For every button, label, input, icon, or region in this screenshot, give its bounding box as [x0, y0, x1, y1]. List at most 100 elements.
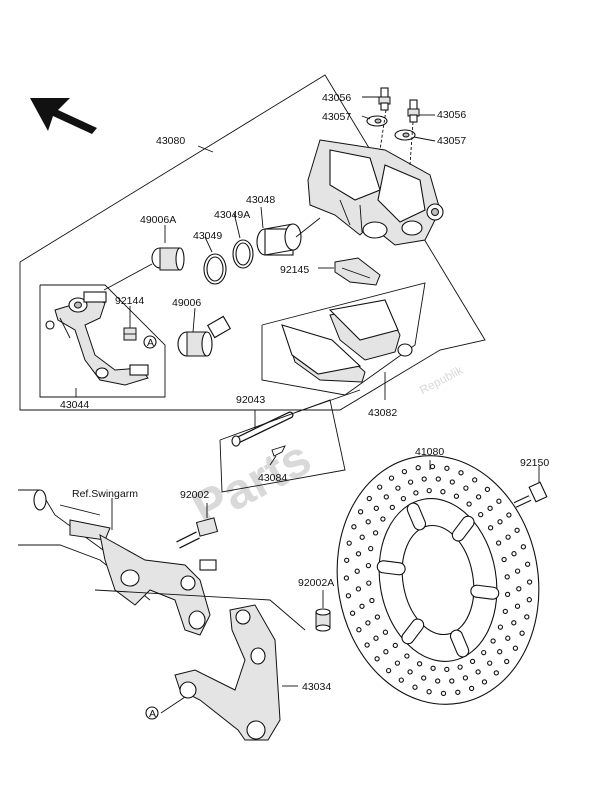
- caliper-bracket: [45, 291, 149, 386]
- bleed-valve-right: [407, 99, 420, 123]
- disc-hole: [457, 664, 463, 670]
- caliper-body: [307, 139, 444, 246]
- disc-hole: [453, 493, 460, 499]
- disc-hole: [475, 494, 482, 500]
- disc-hole: [514, 527, 520, 533]
- disc-hole: [392, 642, 398, 649]
- caliper-assembly-outline: [19, 74, 486, 411]
- disc-hole: [382, 629, 389, 635]
- disc-hole: [398, 677, 404, 683]
- disc-hole: [429, 463, 436, 470]
- label-43057-left: 43057: [322, 111, 351, 123]
- front-arrow-icon: [30, 98, 97, 134]
- disc-hole: [404, 653, 410, 659]
- disc-hole: [520, 544, 527, 550]
- disc-hole: [481, 649, 487, 656]
- cap-right: [394, 129, 416, 141]
- disc-hole: [495, 540, 502, 546]
- cap-left: [366, 115, 388, 127]
- disc-hole: [365, 519, 371, 525]
- disc-hole: [514, 568, 521, 574]
- disc-hole: [426, 487, 432, 494]
- disc-hole: [458, 470, 464, 476]
- disc-hole: [497, 624, 504, 630]
- label-43034: 43034: [302, 681, 331, 693]
- seal-43049: [203, 253, 227, 285]
- disc-hole: [516, 586, 522, 592]
- disc-hole: [407, 479, 414, 485]
- disc-hole: [383, 649, 389, 655]
- label-43084: 43084: [258, 472, 287, 484]
- pin-boot-49006: [177, 315, 232, 357]
- watermark-sub: Republik: [417, 362, 466, 397]
- disc-hole: [394, 660, 401, 666]
- disc-hole: [444, 666, 450, 673]
- disc-hole: [524, 614, 530, 620]
- label-92145: 92145: [280, 264, 309, 276]
- label-92043: 92043: [236, 394, 265, 406]
- disc-hole: [524, 561, 531, 567]
- disc-hole: [401, 468, 408, 475]
- label-92002A: 92002A: [298, 577, 334, 589]
- disc-hole: [349, 610, 356, 616]
- disc-hole: [385, 667, 392, 674]
- disc-hole: [366, 580, 372, 586]
- disc-hole: [504, 658, 510, 665]
- pin-92043: [231, 411, 294, 447]
- label-43056-right: 43056: [437, 109, 466, 121]
- label-41080: 41080: [415, 446, 444, 458]
- marker-A-circle-1: [143, 335, 157, 349]
- label-92150: 92150: [520, 457, 549, 469]
- pad-spring-92145: [334, 257, 381, 286]
- disc-hole: [413, 490, 419, 496]
- disc-hole: [344, 557, 350, 563]
- disc-hole: [435, 476, 441, 482]
- disc-hole: [526, 597, 532, 603]
- mounting-bracket-43034: [174, 604, 281, 741]
- disc-hole: [346, 540, 352, 546]
- label-43056-left: 43056: [322, 92, 351, 104]
- disc-hole: [373, 635, 379, 641]
- label-92144: 92144: [115, 295, 144, 307]
- disc-hole: [372, 530, 379, 536]
- bleed-valve-left: [378, 87, 391, 111]
- disc-hole: [365, 562, 372, 569]
- disc-slot: [401, 618, 425, 645]
- disc-hole: [511, 551, 517, 557]
- disc-hole: [421, 675, 427, 681]
- disc-hole: [475, 669, 481, 675]
- disc-hole: [462, 675, 469, 681]
- label-43049: 43049: [193, 230, 222, 242]
- disc-hole: [374, 656, 380, 662]
- boot-49006A: [151, 247, 185, 271]
- disc-hole: [366, 495, 372, 502]
- disc-hole: [497, 519, 503, 525]
- disc-hole: [501, 556, 507, 563]
- label-43049A: 43049A: [214, 209, 250, 221]
- disc-slot: [449, 629, 470, 658]
- disc-hole: [512, 645, 519, 651]
- piston-43048: [256, 223, 302, 256]
- disc-hole: [472, 477, 478, 483]
- disc-hole: [490, 638, 496, 644]
- label-92002: 92002: [180, 489, 209, 501]
- disc-hole: [355, 551, 362, 557]
- marker-A-circle-2: [145, 706, 159, 720]
- disc-hole: [469, 658, 476, 665]
- disc-hole: [345, 593, 352, 599]
- disc-hole: [449, 479, 455, 485]
- disc-hole: [487, 505, 493, 511]
- bolt-92002: [176, 517, 219, 549]
- disc-hole: [365, 620, 371, 626]
- disc-hole: [440, 690, 447, 697]
- disc-hole: [444, 465, 450, 471]
- disc-hole: [506, 512, 512, 518]
- disc-hole: [412, 684, 418, 690]
- disc-hole: [416, 661, 423, 667]
- disc-hole: [484, 486, 491, 493]
- disc-hole: [355, 586, 362, 592]
- disc-hole: [388, 475, 395, 481]
- disc-hole: [426, 689, 432, 695]
- disc-slot: [451, 515, 475, 542]
- disc-hole: [514, 603, 521, 609]
